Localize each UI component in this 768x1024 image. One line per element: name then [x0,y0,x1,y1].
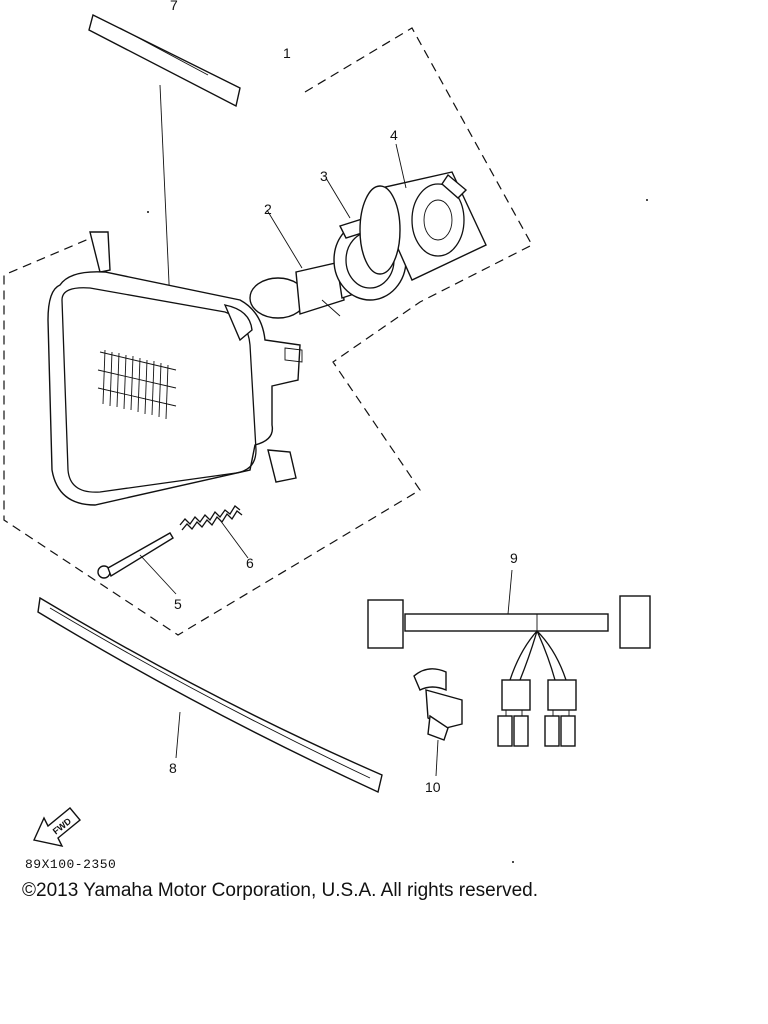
callout-4: 4 [390,127,398,143]
callout-3: 3 [320,168,328,184]
part-8-bezel [37,596,383,793]
callout-9: 9 [510,550,518,566]
part-7-rim-cover [88,13,241,306]
copyright-notice: ©2013 Yamaha Motor Corporation, U.S.A. A… [22,880,538,901]
assembly-boundary [3,27,533,636]
part-10-clamp [413,668,463,777]
callout-6: 6 [246,555,254,571]
forward-arrow: FWD [33,807,81,847]
part-4-rear-cover [359,143,487,281]
callout-10: 10 [425,779,441,795]
callout-labels: 1 2 3 4 5 6 7 8 9 10 [169,0,518,795]
lens-pattern [97,349,177,420]
part-2-bulb [249,209,361,319]
callout-1: 1 [283,45,291,61]
part-6-spring [179,505,249,559]
callout-5: 5 [174,596,182,612]
part-9-wire-harness [367,569,651,747]
callout-8: 8 [169,760,177,776]
diagram-code: 89X100-2350 [25,857,117,872]
headlight-housing [47,231,303,506]
callout-2: 2 [264,201,272,217]
callout-7: 7 [170,0,178,13]
part-5-screw [97,532,177,595]
